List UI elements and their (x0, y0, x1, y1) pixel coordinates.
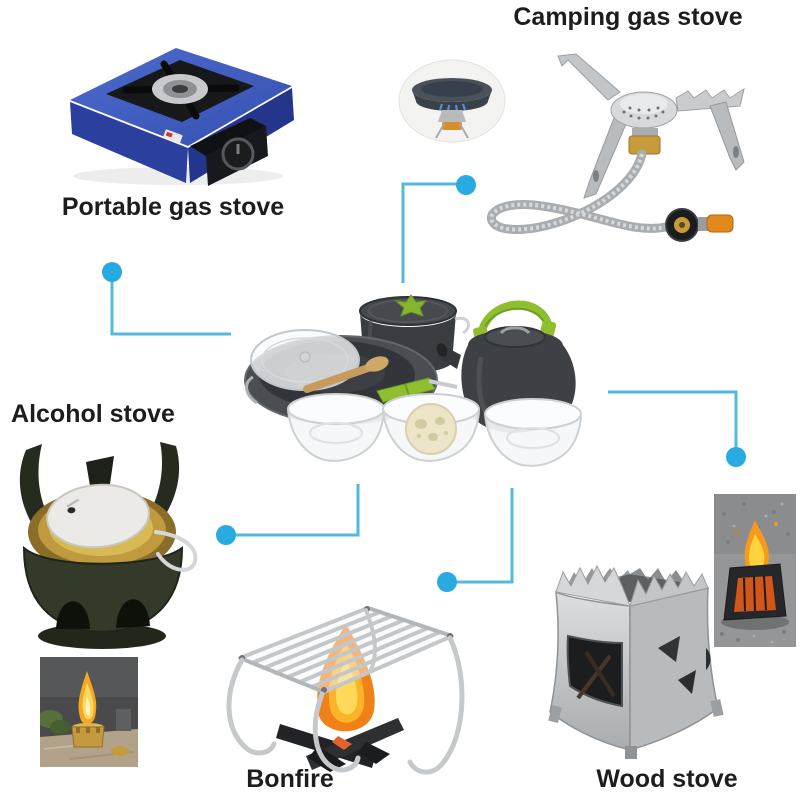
plastic-bowls (287, 393, 582, 467)
connector-camping (401, 175, 476, 283)
wood-stove-image (548, 564, 724, 759)
connector-wood (608, 390, 746, 467)
bonfire-image (226, 606, 465, 775)
burner-lid (46, 483, 150, 549)
portable-gas-stove-image (70, 48, 294, 186)
wooden-spatula (303, 363, 375, 393)
green-star-knob (394, 294, 428, 317)
grill-legs (226, 608, 465, 775)
connector-bonfire (437, 488, 514, 592)
alcohol-stove-label: Alcohol stove (11, 400, 175, 428)
burner-holes (622, 106, 665, 120)
side-cutout (658, 636, 680, 662)
alcohol-stove-image (19, 442, 198, 649)
side-face (629, 587, 719, 751)
wood-stove-inset-photo (714, 494, 796, 647)
alcohol-stove-inset-photo (40, 657, 138, 767)
loofah-sponge (405, 403, 457, 455)
kettle-green-handle (477, 300, 553, 339)
blue-flame (439, 103, 466, 112)
serrated-arm (675, 87, 745, 112)
pan-wire-handle (245, 375, 258, 405)
crown-right (629, 570, 709, 607)
control-panel (190, 118, 266, 156)
green-folding-handle (376, 377, 436, 403)
bowl-middle (382, 393, 480, 462)
table-surface (40, 729, 138, 767)
right-leg (709, 101, 745, 171)
connector-portable (102, 262, 231, 336)
wood-stove-label: Wood stove (596, 765, 738, 793)
wire-handle (154, 530, 198, 572)
log (276, 724, 376, 768)
bonfire-label: Bonfire (246, 765, 334, 793)
bowl-left (287, 393, 385, 462)
connector-alcohol (216, 484, 360, 545)
braided-hose (486, 149, 671, 234)
camping-stove-inset-photo (398, 59, 506, 143)
cookware-set-image (244, 294, 582, 467)
camping-gas-stove-image (398, 53, 745, 242)
pot-stand-prongs (19, 442, 180, 536)
kettle-lid (484, 326, 546, 348)
orange-knob (706, 214, 734, 233)
folding-grill (226, 606, 465, 775)
pot-wire-handle (454, 316, 471, 335)
crown-left (555, 564, 631, 607)
folding-gas-stove (486, 53, 745, 242)
portable-gas-stove-label: Portable gas stove (61, 193, 285, 221)
camping-gas-stove-label: Camping gas stove (513, 3, 743, 31)
background-object (116, 709, 131, 731)
bowl-right (484, 398, 582, 467)
stove-in-inset (438, 110, 466, 122)
